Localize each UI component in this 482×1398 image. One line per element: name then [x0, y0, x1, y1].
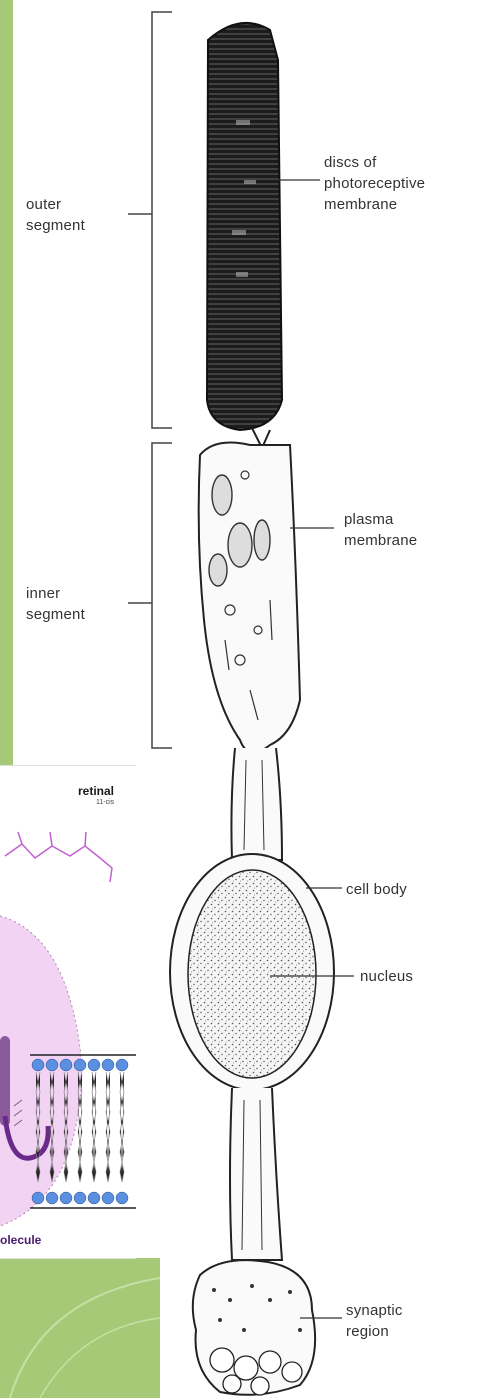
nucleus-label: nucleus — [360, 966, 413, 987]
nucleus — [188, 870, 316, 1078]
axon — [230, 1088, 282, 1260]
outer-segment-bracket — [152, 12, 172, 428]
inner-segment-bracket — [152, 443, 172, 748]
outer-segment — [207, 23, 282, 430]
plasma-membrane-label: plasma membrane — [344, 509, 417, 551]
synaptic-region-label: synaptic region — [346, 1300, 403, 1342]
cell-body-label: cell body — [346, 879, 407, 900]
inner-fiber — [231, 748, 282, 860]
outer-segment-label: outer segment — [26, 194, 85, 236]
inner-segment-label: inner segment — [26, 583, 85, 625]
discs-label: discs of photoreceptive membrane — [324, 152, 425, 215]
